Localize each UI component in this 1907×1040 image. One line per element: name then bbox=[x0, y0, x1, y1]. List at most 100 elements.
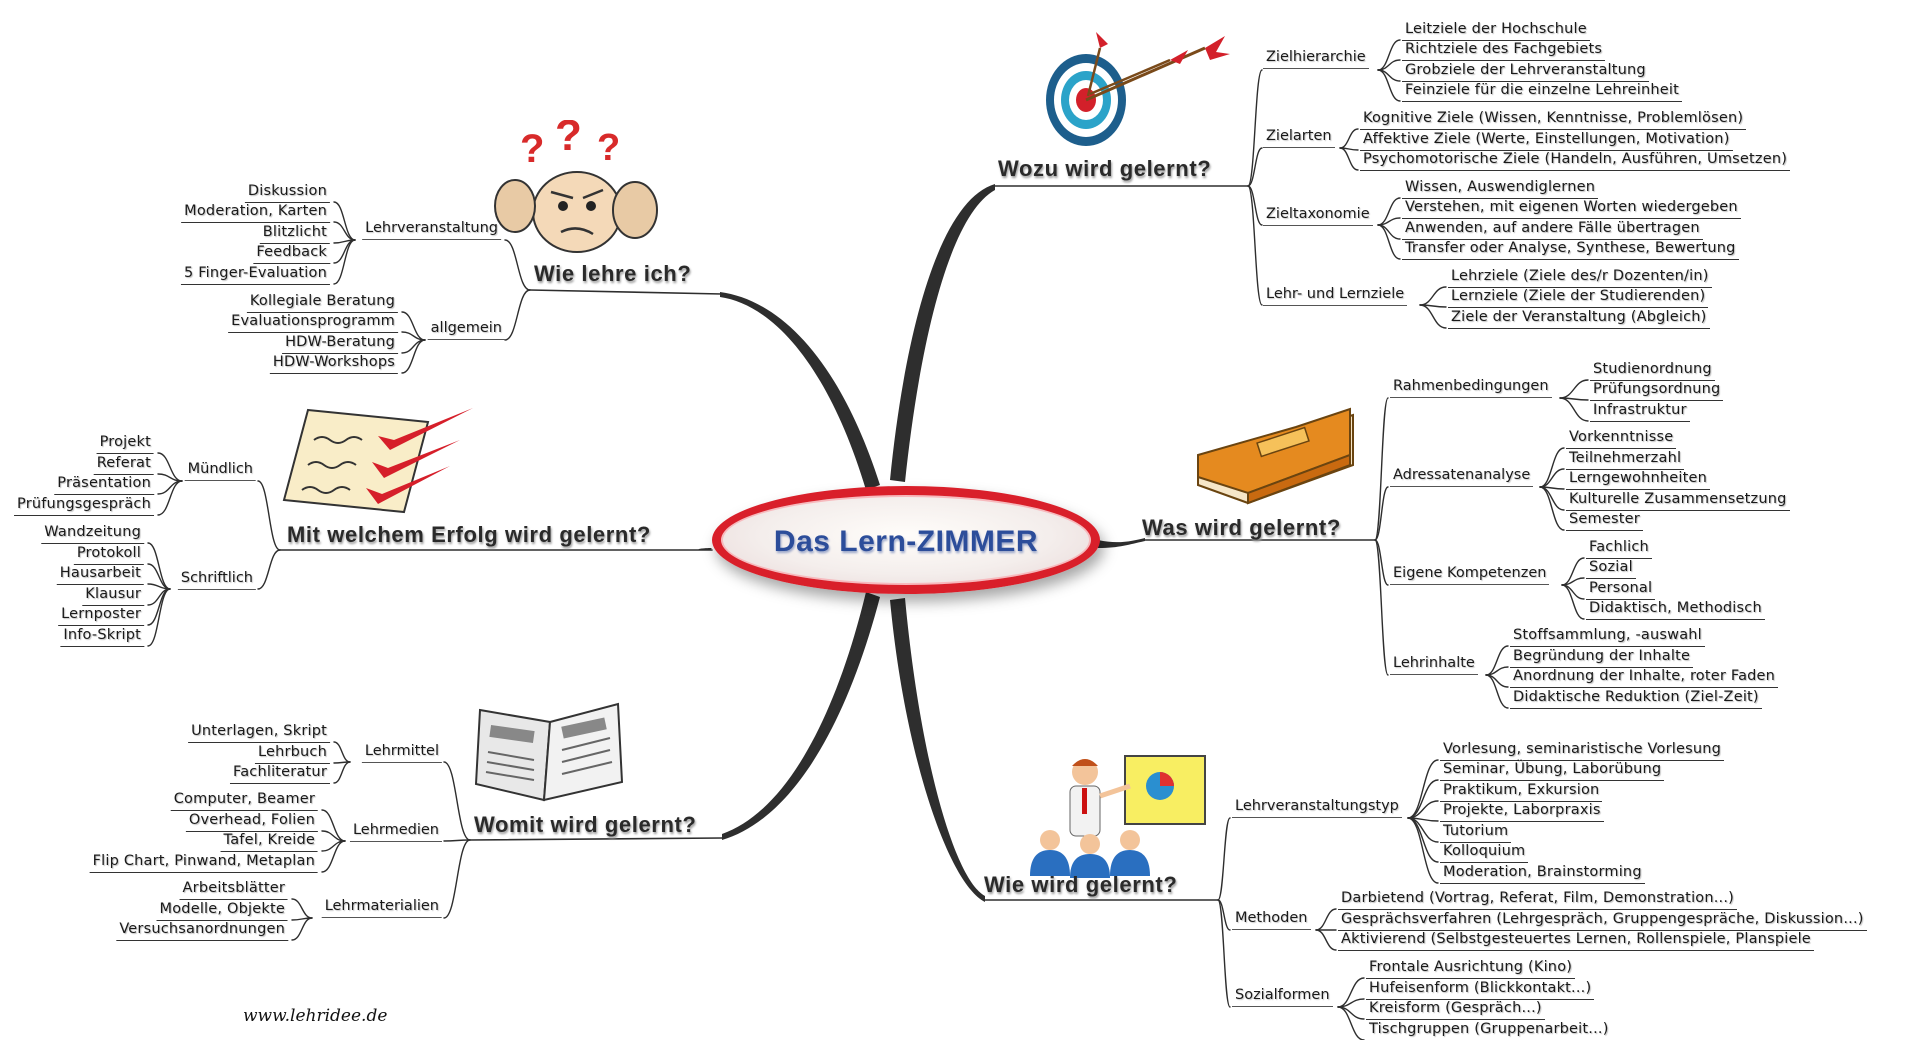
leaf-label: Moderation, Karten bbox=[181, 203, 330, 223]
connector-line bbox=[1098, 538, 1145, 548]
group-label: Adressatenanalyse bbox=[1390, 467, 1534, 487]
group-label: Lehrmedien bbox=[349, 822, 442, 842]
checklist-with-checkmarks-icon bbox=[282, 408, 473, 514]
leaf-label: Prüfungsgespräch bbox=[14, 496, 154, 516]
leaf-label: Affektive Ziele (Werte, Einstellungen, M… bbox=[1360, 131, 1733, 151]
connector-line bbox=[1377, 69, 1401, 102]
group-label: Lehrmittel bbox=[361, 743, 442, 763]
connector-line bbox=[1374, 539, 1389, 676]
leaf-label: Hufeisenform (Blickkontakt...) bbox=[1366, 980, 1595, 1000]
leaf-label: Info-Skript bbox=[60, 627, 144, 647]
svg-text:?: ? bbox=[555, 120, 582, 160]
connector-line bbox=[722, 592, 880, 840]
connector-line bbox=[1559, 397, 1589, 422]
group-label: Lehr- und Lernziele bbox=[1263, 286, 1408, 306]
leaf-label: Tafel, Kreide bbox=[220, 832, 318, 852]
leaf-label: Kognitive Ziele (Wissen, Kenntnisse, Pro… bbox=[1360, 110, 1747, 130]
connector-line bbox=[147, 588, 171, 647]
leaf-label: Hausarbeit bbox=[56, 565, 144, 585]
leaf-label: Feedback bbox=[253, 244, 330, 264]
leaf-label: Lehrbuch bbox=[254, 744, 330, 764]
connector-line bbox=[1419, 286, 1447, 306]
connector-line bbox=[890, 598, 985, 902]
connector-line bbox=[1247, 69, 1263, 187]
leaf-label: Anordnung der Inhalte, roter Faden bbox=[1510, 668, 1779, 688]
central-topic: Das Lern-ZIMMER bbox=[712, 486, 1100, 594]
leaf-label: Kollegiale Beratung bbox=[246, 293, 398, 313]
leaf-label: Lernziele (Ziele der Studierenden) bbox=[1448, 288, 1709, 308]
connector-line bbox=[1407, 779, 1439, 819]
connector-line bbox=[1539, 447, 1565, 488]
leaf-label: Versuchsanordnungen bbox=[116, 921, 288, 941]
connector-line bbox=[720, 292, 880, 490]
connector-line bbox=[504, 239, 531, 291]
leaf-label: Klausur bbox=[82, 586, 144, 606]
leaf-label: Kolloquium bbox=[1440, 843, 1529, 863]
connector-line bbox=[1315, 908, 1337, 931]
group-label: Lehrveranstaltung bbox=[362, 220, 501, 240]
branch-was-title: Was wird gelernt? bbox=[1142, 515, 1341, 540]
presenter-with-audience-icon bbox=[1030, 755, 1206, 878]
group-label: Methoden bbox=[1232, 910, 1311, 930]
leaf-label: Modelle, Objekte bbox=[156, 901, 288, 921]
leaf-label: HDW-Beratung bbox=[282, 334, 398, 354]
leaf-label: Frontale Ausrichtung (Kino) bbox=[1366, 959, 1576, 979]
leaf-label: Unterlagen, Skript bbox=[188, 723, 330, 743]
leaf-label: Psychomotorische Ziele (Handeln, Ausführ… bbox=[1360, 151, 1791, 171]
connector-line bbox=[890, 184, 995, 482]
leaf-label: Teilnehmerzahl bbox=[1566, 450, 1685, 470]
leaf-label: Lernposter bbox=[58, 606, 144, 626]
leaf-label: Blitzlicht bbox=[259, 224, 330, 244]
leaf-label: Prüfungsordnung bbox=[1590, 381, 1724, 401]
leaf-label: Grobziele der Lehrveranstaltung bbox=[1402, 62, 1649, 82]
leaf-label: Stoffsammlung, -auswahl bbox=[1510, 627, 1705, 647]
leaf-label: Tischgruppen (Gruppenarbeit...) bbox=[1366, 1021, 1612, 1040]
connector-line bbox=[1561, 584, 1585, 620]
group-label: Lehrinhalte bbox=[1390, 655, 1478, 675]
connector-line bbox=[1337, 1006, 1365, 1040]
branch-wie-gelernt-title: Wie wird gelernt? bbox=[984, 872, 1178, 897]
connector-line bbox=[333, 221, 356, 241]
branch-wozu-title: Wozu wird gelernt? bbox=[998, 156, 1212, 181]
leaf-label: Transfer oder Analyse, Synthese, Bewertu… bbox=[1402, 240, 1739, 260]
group-label: Zielhierarchie bbox=[1263, 49, 1369, 69]
connector-line bbox=[1539, 468, 1565, 488]
connector-line bbox=[1377, 224, 1401, 260]
svg-text:?: ? bbox=[520, 127, 544, 171]
connector-line bbox=[1339, 147, 1359, 171]
leaf-label: Protokoll bbox=[73, 545, 144, 565]
leaf-label: Semester bbox=[1566, 511, 1643, 531]
branch-womit-title: Womit wird gelernt? bbox=[474, 812, 697, 837]
group-label: Schriftlich bbox=[177, 570, 256, 590]
connector-line bbox=[504, 289, 531, 341]
leaf-label: Arbeitsblätter bbox=[179, 880, 288, 900]
connector-line bbox=[1339, 128, 1359, 149]
closed-book-icon bbox=[1197, 407, 1354, 505]
connector-line bbox=[1247, 185, 1263, 306]
branch-wie-lehre-title: Wie lehre ich? bbox=[534, 261, 692, 286]
connector-line bbox=[1559, 379, 1589, 399]
leaf-label: Vorlesung, seminaristische Vorlesung bbox=[1440, 741, 1725, 761]
connector-line bbox=[443, 761, 471, 841]
connector-line bbox=[443, 839, 471, 919]
leaf-label: Kulturelle Zusammensetzung bbox=[1566, 491, 1790, 511]
leaf-label: Feinziele für die einzelne Lehreinheit bbox=[1402, 82, 1682, 102]
connector-line bbox=[1217, 899, 1231, 1008]
confused-face-question-marks-icon: ? ? ? bbox=[494, 120, 658, 253]
group-label: Zieltaxonomie bbox=[1263, 206, 1373, 226]
connector-line bbox=[1419, 304, 1447, 329]
leaf-label: Personal bbox=[1586, 580, 1656, 600]
leaf-label: Praktikum, Exkursion bbox=[1440, 782, 1603, 802]
leaf-label: Wandzeitung bbox=[41, 524, 144, 544]
newspaper-icon bbox=[474, 702, 624, 802]
leaf-label: Moderation, Brainstorming bbox=[1440, 864, 1645, 884]
leaf-label: Leitziele der Hochschule bbox=[1402, 21, 1590, 41]
leaf-label: Kreisform (Gespräch...) bbox=[1366, 1000, 1545, 1020]
svg-text:?: ? bbox=[597, 127, 620, 169]
connector-line bbox=[401, 339, 426, 374]
leaf-label: Verstehen, mit eigenen Worten wiedergebe… bbox=[1402, 199, 1741, 219]
connector-line bbox=[1407, 817, 1439, 884]
group-label: Eigene Kompetenzen bbox=[1390, 565, 1550, 585]
group-label: Lehrveranstaltungstyp bbox=[1232, 798, 1402, 818]
leaf-label: Sozial bbox=[1586, 559, 1636, 579]
